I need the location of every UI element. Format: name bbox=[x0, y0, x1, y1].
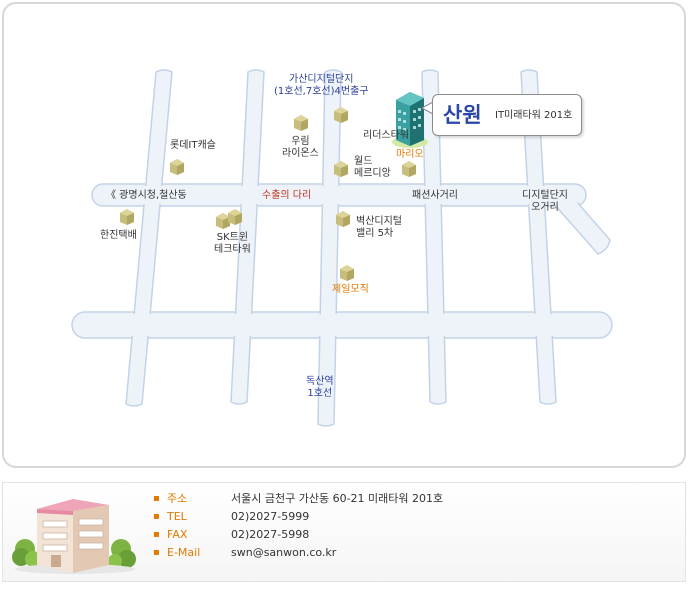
label-fashion-intersection: 패션사거리 bbox=[412, 190, 458, 201]
label-world-merdian: 월드 메르디앙 bbox=[354, 156, 391, 179]
building-world-merdian-icon bbox=[332, 160, 350, 178]
label-byucksan-digital: 벽산디지털 밸리 5차 bbox=[356, 216, 402, 239]
label-gasan-station-exit: 가산디지털단지 (1호선,7호선)4번출구 bbox=[274, 74, 369, 97]
bullet-icon: ▪ bbox=[153, 529, 160, 540]
company-address-short: IT미래타워 201호 bbox=[495, 110, 573, 121]
label-suchul-bridge: 수출의 다리 bbox=[262, 190, 312, 201]
info-value-email[interactable]: swn@sanwon.co.kr bbox=[231, 546, 337, 559]
building-woorim-icon bbox=[292, 114, 310, 132]
road-map bbox=[71, 69, 613, 427]
bullet-icon: ▪ bbox=[153, 493, 160, 504]
label-leaders-tower: 리더스타워 bbox=[363, 130, 409, 141]
label-digital-ogeori: 디지털단지 오거리 bbox=[522, 190, 568, 213]
label-gwangmyeong: 《 광명시청,철산동 bbox=[106, 190, 187, 201]
building-jeil-mojik-icon bbox=[338, 264, 356, 282]
label-hanjin-delivery: 한진택배 bbox=[100, 230, 137, 241]
info-key-email: E-Mail bbox=[167, 546, 201, 559]
map-frame: 산원 IT미래타워 201호 가산디지털단지 (1호선,7호선)4번출구 롯데I… bbox=[2, 2, 686, 468]
company-name: 산원 bbox=[443, 103, 482, 127]
company-tower-icon bbox=[392, 92, 428, 148]
bullet-icon: ▪ bbox=[153, 547, 160, 558]
building-byucksan-icon bbox=[334, 210, 352, 228]
building-sk-twin-b-icon bbox=[226, 208, 244, 226]
label-mario: 마리오 bbox=[396, 149, 424, 160]
info-key-fax: FAX bbox=[167, 528, 188, 541]
road-diagonal bbox=[552, 193, 611, 255]
label-jeil-mojik: 제일모직 bbox=[332, 284, 369, 295]
info-value-fax: 02)2027-5998 bbox=[231, 528, 310, 541]
company-callout: 산원 IT미래타워 201호 bbox=[432, 94, 582, 136]
label-sk-twin-tower: SK트윈 테크타워 bbox=[214, 232, 251, 255]
label-woorim-lions: 우림 라이온스 bbox=[282, 136, 319, 159]
building-mario-icon bbox=[400, 160, 418, 178]
building-lotte-it-icon bbox=[168, 158, 186, 176]
info-value-address: 서울시 금천구 가산동 60-21 미래타워 201호 bbox=[231, 492, 444, 505]
info-value-tel: 02)2027-5999 bbox=[231, 510, 310, 523]
road-vertical-3 bbox=[317, 69, 342, 427]
building-hanjin-icon bbox=[118, 208, 136, 226]
info-key-address: 주소 bbox=[167, 492, 188, 505]
label-doksan-station: 독산역 1호선 bbox=[306, 376, 334, 399]
label-lotte-it-castle: 롯데IT캐슬 bbox=[170, 140, 216, 151]
office-building-illustration-icon bbox=[12, 499, 136, 574]
bullet-icon: ▪ bbox=[153, 511, 160, 522]
contact-info-panel: ▪ 주소 서울시 금천구 가산동 60-21 미래타워 201호 ▪ TEL 0… bbox=[2, 482, 686, 582]
info-key-tel: TEL bbox=[167, 510, 187, 523]
building-leaders-icon bbox=[332, 106, 350, 124]
